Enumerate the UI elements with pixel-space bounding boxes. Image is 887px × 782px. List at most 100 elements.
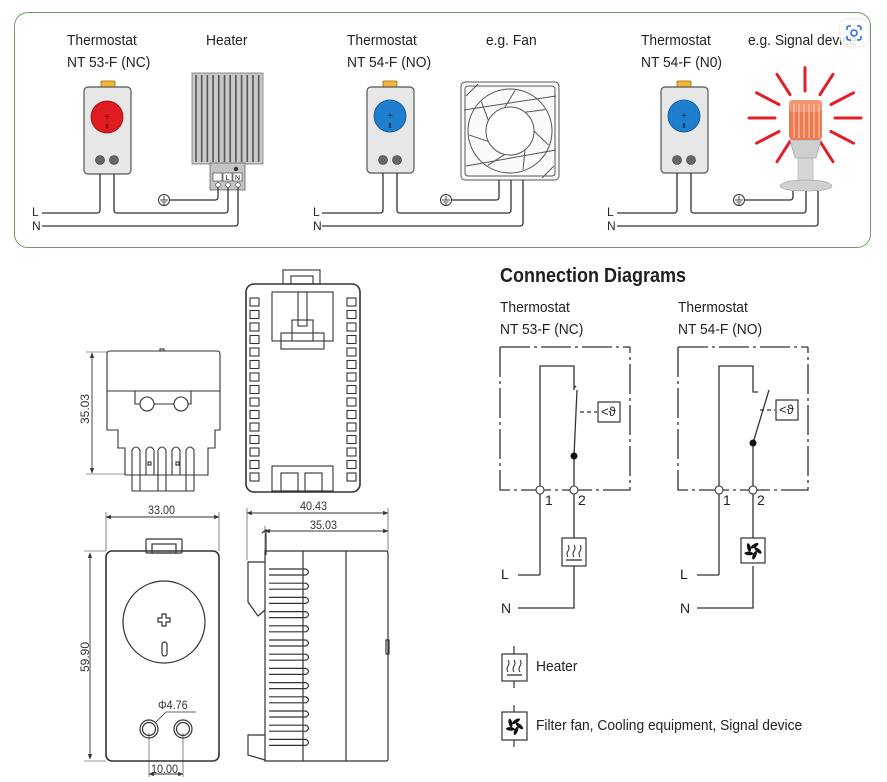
group2-thermostat-model: NT 54-F (NO) [347, 54, 432, 71]
vent-slot [249, 384, 260, 395]
vent-slot [346, 397, 357, 407]
vent-slot [346, 384, 357, 395]
fan-blade [487, 153, 505, 166]
visual-search-icon [846, 25, 862, 41]
cooling-fin [269, 696, 310, 704]
diagram2-line-l: L [680, 566, 688, 582]
group1-device-label: Heater [206, 32, 248, 49]
vent-slot [249, 334, 260, 345]
heater-symbol-icon [561, 537, 587, 567]
ground-icon [440, 194, 452, 206]
visual-search-button[interactable] [840, 20, 868, 46]
vent-slot [346, 472, 357, 482]
diagram1-terminal-2: 2 [578, 492, 586, 508]
dim-terminal-spacing: 10.00 [151, 762, 179, 776]
group2-wires [322, 173, 524, 227]
vent-slot [249, 297, 260, 307]
group3-line-n: N [607, 219, 616, 233]
group3-line-l: L [607, 205, 614, 219]
dim-depth-body: 35.03 [310, 518, 338, 532]
dim-depth-total: 40.43 [300, 499, 328, 513]
contact-dot [749, 439, 757, 447]
vent-slot [346, 334, 357, 345]
diagram1-line-n: N [501, 600, 512, 616]
vent-slot [346, 372, 357, 382]
terminal-1 [535, 485, 545, 495]
cooling-fin [269, 653, 310, 661]
light-ray [818, 72, 835, 97]
diagram2-thermostat-model: NT 54-F (NO) [678, 321, 763, 338]
dim-front-height: 59.90 [78, 641, 92, 672]
vent-slot [346, 459, 357, 470]
dim-terminal-diameter: Φ4.76 [158, 698, 188, 712]
vent-slot [249, 309, 260, 320]
group3-thermostat-title: Thermostat [641, 32, 711, 49]
cooling-fin [269, 639, 310, 647]
diagram2-sensor-label: <ϑ [779, 402, 794, 417]
side-profile-drawing [247, 528, 390, 762]
back-view-drawing [245, 269, 361, 493]
vent-slot [346, 434, 357, 445]
cooling-fin [269, 625, 310, 633]
light-ray [829, 91, 855, 106]
side-view-drawing [106, 348, 221, 492]
temperature-sensor-box [775, 399, 799, 421]
contact-dot [570, 452, 578, 460]
vent-slot [249, 322, 260, 332]
group1-line-l: L [32, 205, 39, 219]
svg-text:+: + [387, 111, 393, 122]
dim-front-width: 33.00 [148, 503, 176, 517]
diagram1-line-l: L [501, 566, 509, 582]
vent-slot [249, 359, 260, 370]
ground-icon [733, 194, 745, 206]
diagram1-thermostat-model: NT 53-F (NC) [500, 321, 584, 338]
fan-hub [751, 548, 755, 553]
svg-text:+: + [104, 112, 110, 123]
front-view-drawing [105, 538, 220, 762]
light-ray [775, 139, 792, 164]
fan-symbol-icon [740, 537, 766, 564]
light-ray [775, 72, 792, 97]
light-ray [829, 130, 855, 145]
legend-fan-symbol-icon [501, 705, 528, 747]
diagram2-terminal-2: 2 [757, 492, 765, 508]
fan-blade [480, 101, 489, 121]
fan-blade [752, 551, 757, 560]
fan-blade [505, 727, 515, 731]
fan-blade [524, 109, 546, 113]
group2-line-l: L [313, 205, 320, 219]
cooling-fin [269, 710, 310, 718]
vent-slot [346, 322, 357, 332]
cooling-fin [269, 682, 310, 690]
group3-wires [617, 173, 819, 227]
vent-slot [346, 359, 357, 370]
diagram1-thermostat-title: Thermostat [500, 299, 570, 316]
light-ray [755, 91, 781, 106]
vent-slot [249, 472, 260, 482]
diagram2-terminal-1: 1 [723, 492, 731, 508]
vent-slot [249, 434, 260, 445]
group3-thermostat-model: NT 54-F (N0) [641, 54, 723, 71]
fan-icon [460, 81, 560, 181]
thermostat-blue-icon: + [660, 80, 709, 174]
vent-slot [346, 297, 357, 307]
group2-device-label: e.g. Fan [486, 32, 537, 49]
vent-slot [249, 459, 260, 470]
light-ray [755, 130, 781, 145]
fan-blade [513, 726, 519, 735]
thermostat-blue-icon: + [366, 80, 415, 174]
diagram1-terminal-1: 1 [545, 492, 553, 508]
connection-diagrams-title: Connection Diagrams [500, 265, 687, 287]
diagram2-thermostat-title: Thermostat [678, 299, 748, 316]
signal-light-icon [747, 66, 863, 192]
diagram2-line-n: N [680, 600, 691, 616]
vent-slot [346, 347, 357, 357]
group2-thermostat-title: Thermostat [347, 32, 417, 49]
group1-line-n: N [32, 219, 41, 233]
vent-slot [249, 347, 260, 357]
cooling-fin [269, 582, 310, 590]
thermostat-red-icon: + [83, 80, 132, 175]
vent-slot [249, 372, 260, 382]
vent-slot [346, 309, 357, 320]
ground-icon [158, 194, 170, 206]
